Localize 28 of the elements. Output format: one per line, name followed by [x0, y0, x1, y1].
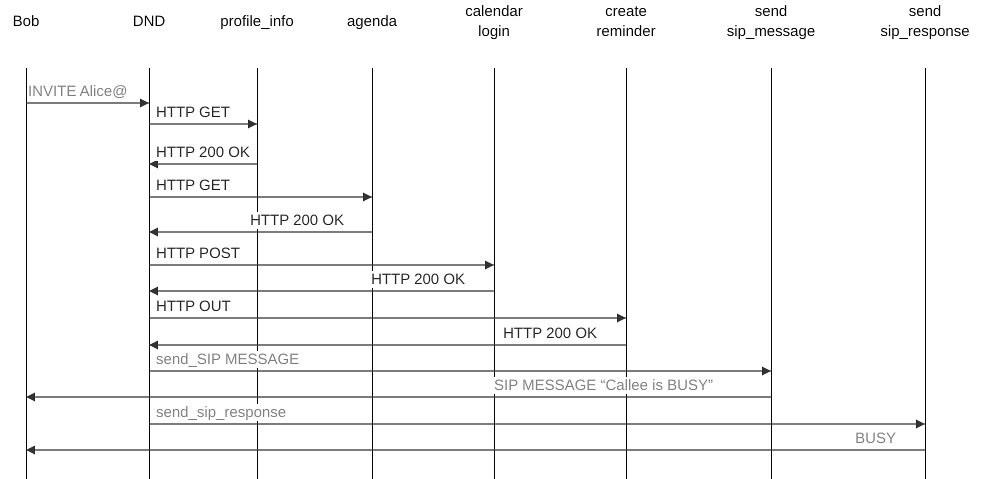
message-arrow [149, 160, 257, 168]
participant-name: agenda [346, 12, 398, 32]
edge-label: send_sip_response [155, 404, 288, 421]
message-arrow [149, 314, 626, 322]
message-arrow [149, 420, 925, 428]
message-arrow [149, 120, 257, 128]
participant-name: DND [132, 12, 166, 32]
participant-name: send sip_message [726, 2, 816, 42]
participant-name: profile_info [220, 12, 294, 32]
message-arrow [149, 260, 494, 270]
edge-label: SIP MESSAGE “Callee is BUSY” [493, 377, 714, 394]
message-arrow [26, 446, 925, 454]
participant-name: Bob [12, 12, 40, 32]
message-arrow [149, 340, 626, 350]
edge-label: HTTP 200 OK [370, 271, 466, 288]
participant-name: create reminder [595, 2, 657, 42]
message-arrow [149, 228, 372, 236]
message-arrow [149, 192, 372, 202]
message-arrow [149, 366, 771, 376]
edge-label: HTTP 200 OK [155, 144, 251, 161]
participant-name: send sip_response [879, 2, 971, 42]
message-arrow [26, 392, 771, 402]
message-arrow [149, 286, 494, 296]
message-arrow [26, 98, 149, 108]
edge-label: send_SIP MESSAGE [155, 351, 300, 368]
edge-label: INVITE Alice@ [27, 83, 128, 100]
edge-label: HTTP 200 OK [249, 212, 345, 229]
participant-name: calendar login [464, 2, 524, 42]
